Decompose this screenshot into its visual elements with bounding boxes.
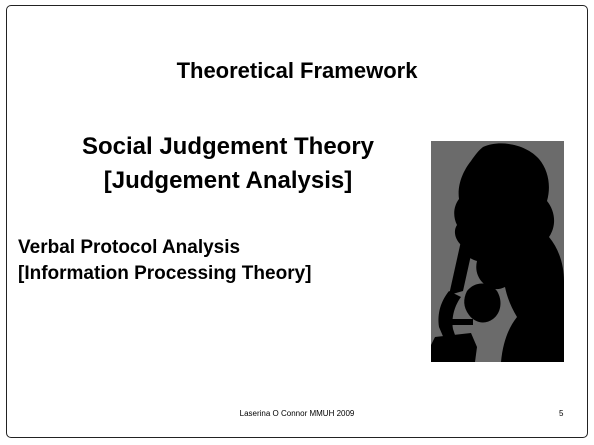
microscope-arm bbox=[438, 291, 461, 341]
subheading-line-1: Verbal Protocol Analysis bbox=[18, 237, 241, 258]
heading-line-2: [Judgement Analysis] bbox=[103, 167, 353, 194]
microscope-silhouette-image bbox=[431, 141, 564, 362]
heading-line-1: Social Judgement Theory bbox=[81, 133, 375, 160]
person-silhouette bbox=[454, 143, 564, 362]
microscope-stage bbox=[443, 319, 473, 325]
microscope-base bbox=[431, 333, 477, 362]
subheading-line-2: [Information Processing Theory] bbox=[18, 263, 312, 284]
slide-title: Theoretical Framework bbox=[176, 58, 418, 83]
slide-heading: Social Judgement Theory [Judgement Analy… bbox=[0, 130, 456, 198]
slide-footer: Laserina O Connor MMUH 2009 bbox=[239, 409, 355, 418]
microscope-tube bbox=[449, 237, 475, 295]
slide-subheading: Verbal Protocol Analysis [Information Pr… bbox=[18, 235, 458, 287]
page-number: 5 bbox=[559, 409, 564, 418]
hand-silhouette bbox=[464, 283, 501, 323]
